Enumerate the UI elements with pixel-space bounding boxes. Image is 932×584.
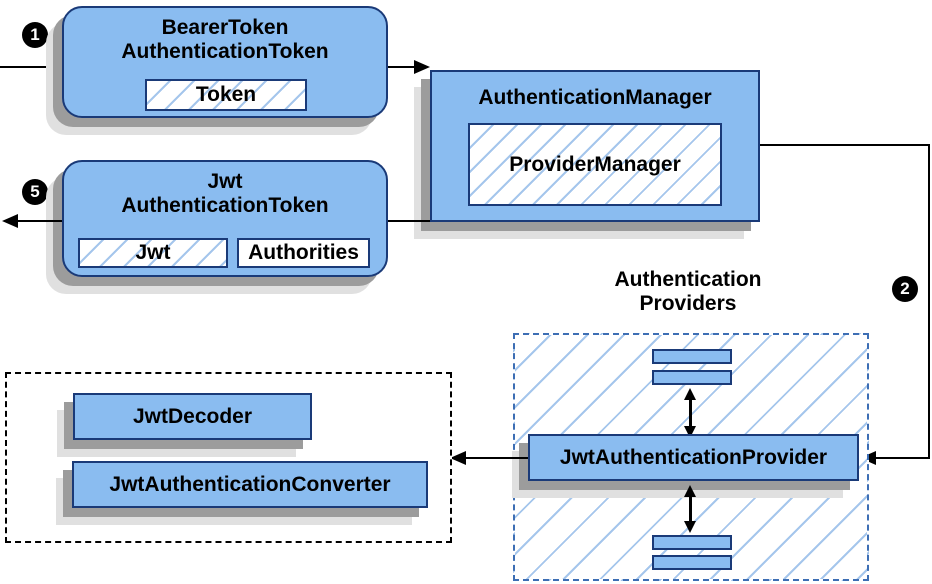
connector-provider-bottom-bars xyxy=(689,492,692,526)
bearer-token-title-line2: AuthenticationToken xyxy=(121,40,329,63)
jwt-decoder-node: JwtDecoder xyxy=(73,393,312,440)
connector-manager-right xyxy=(760,144,930,146)
jwt-authentication-provider-node: JwtAuthenticationProvider xyxy=(528,434,859,481)
step-badge-2: 2 xyxy=(892,276,918,302)
arrowhead-outgoing-left xyxy=(2,214,18,228)
provider-placeholder-bar-bottom-2 xyxy=(652,555,732,570)
bearer-token-authentication-token-node: BearerToken AuthenticationToken Token xyxy=(62,6,388,118)
arrowhead-down-bottom xyxy=(684,521,696,533)
authentication-manager-title: AuthenticationManager xyxy=(478,86,712,109)
arrowhead-up-top xyxy=(684,388,696,400)
bearer-token-title-line1: BearerToken xyxy=(161,16,289,39)
jwt-authentication-token-node: Jwt AuthenticationToken Jwt Authorities xyxy=(62,160,388,277)
jwt-token-title: Jwt AuthenticationToken xyxy=(64,170,386,218)
jwt-token-title-line2: AuthenticationToken xyxy=(121,194,329,217)
authentication-providers-label-line2: Providers xyxy=(639,292,737,315)
step-badge-5: 5 xyxy=(22,179,48,205)
arrowhead-up-bottom xyxy=(684,485,696,497)
connector-outgoing-result xyxy=(14,220,62,222)
connector-provider-to-components xyxy=(462,457,528,459)
arrowhead-into-authentication-manager xyxy=(414,60,430,74)
connector-incoming-request xyxy=(0,66,62,68)
connector-top-bars-provider xyxy=(689,395,692,431)
authentication-providers-label-line1: Authentication xyxy=(614,268,762,291)
bearer-token-title: BearerToken AuthenticationToken xyxy=(64,16,386,64)
jwt-authentication-converter-node: JwtAuthenticationConverter xyxy=(72,461,428,508)
jwt-field: Jwt xyxy=(78,238,228,268)
connector-manager-to-jwt-token xyxy=(388,220,430,222)
provider-placeholder-bar-top-1 xyxy=(652,349,732,364)
jwt-token-title-line1: Jwt xyxy=(207,170,243,193)
provider-placeholder-bar-bottom-1 xyxy=(652,535,732,550)
token-field: Token xyxy=(145,79,307,111)
provider-manager-field: ProviderManager xyxy=(468,123,722,206)
provider-placeholder-bar-top-2 xyxy=(652,370,732,385)
connector-down-right-side xyxy=(928,144,930,459)
authentication-providers-label: Authentication Providers xyxy=(588,268,788,316)
connector-bearer-to-manager xyxy=(388,66,418,68)
authorities-field: Authorities xyxy=(237,238,370,268)
connector-into-provider xyxy=(874,457,930,459)
arrowhead-into-components xyxy=(450,451,466,465)
step-badge-1: 1 xyxy=(22,22,48,48)
authentication-manager-node: AuthenticationManager ProviderManager xyxy=(430,70,760,222)
